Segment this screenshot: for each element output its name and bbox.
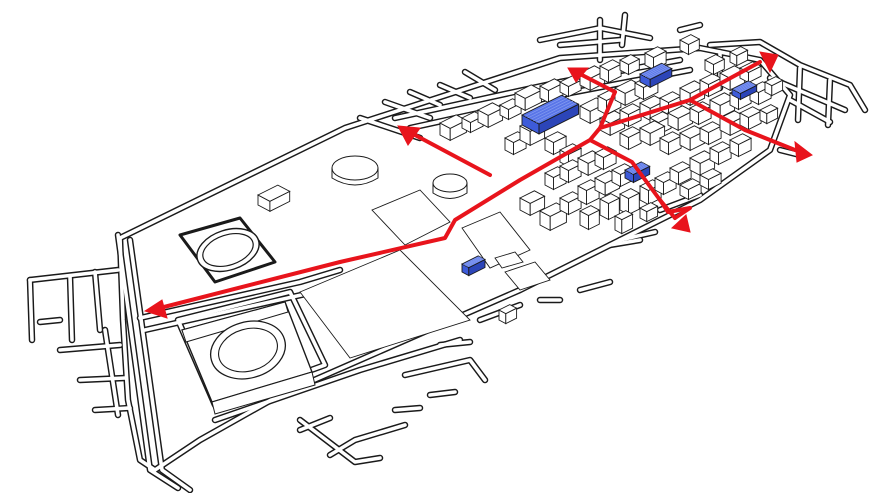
building xyxy=(519,190,546,217)
running-track xyxy=(178,216,277,284)
building xyxy=(579,205,601,231)
building xyxy=(559,159,583,184)
route-northeast-line xyxy=(688,60,762,102)
building xyxy=(614,210,634,235)
highlight-building-main xyxy=(521,94,580,135)
building xyxy=(514,84,543,112)
route-north-line xyxy=(580,73,617,94)
building xyxy=(257,184,291,213)
route-north-arrow-icon xyxy=(567,67,590,83)
building xyxy=(619,126,643,151)
building xyxy=(498,304,518,325)
route-west-line xyxy=(158,260,342,310)
dome-building-east xyxy=(432,173,468,199)
building xyxy=(679,34,701,56)
route-east-line xyxy=(743,128,797,152)
parking-lot-large xyxy=(299,249,471,359)
building xyxy=(659,131,683,156)
stadium xyxy=(181,301,316,415)
building xyxy=(704,54,726,76)
highlight-building-south xyxy=(461,255,486,277)
route-northwest-arrow-icon xyxy=(397,125,421,146)
building xyxy=(764,76,784,97)
route-east-arrow-icon xyxy=(794,140,813,163)
building xyxy=(759,104,779,125)
building xyxy=(619,54,641,76)
building xyxy=(699,121,723,146)
domes xyxy=(331,155,468,199)
field-lot-1 xyxy=(371,189,451,246)
building xyxy=(577,179,601,206)
road-network xyxy=(26,11,869,493)
route-trunk xyxy=(338,90,747,264)
route-west-arrow-icon xyxy=(143,299,168,319)
building xyxy=(644,46,668,71)
field-lot-3 xyxy=(504,261,551,291)
buildings xyxy=(257,34,784,325)
building xyxy=(599,59,623,84)
route-connector xyxy=(658,198,692,220)
building xyxy=(729,46,749,67)
route-northwest-line xyxy=(413,133,492,177)
lots xyxy=(299,189,551,359)
building xyxy=(639,202,659,223)
highlight-building-north xyxy=(639,62,673,89)
building xyxy=(477,102,504,129)
building xyxy=(729,133,753,158)
building xyxy=(739,106,763,131)
lot-small xyxy=(494,251,524,269)
building xyxy=(619,188,641,216)
building xyxy=(709,141,733,166)
building xyxy=(599,193,621,221)
building xyxy=(559,191,583,216)
dome-building-west xyxy=(331,155,379,186)
building xyxy=(544,131,568,156)
route-northeast-arrow-icon xyxy=(759,51,779,74)
evacuation-routes xyxy=(143,51,813,319)
building xyxy=(667,105,694,132)
highlight-building-east xyxy=(731,80,758,101)
building xyxy=(699,168,723,191)
building xyxy=(639,120,666,147)
route-southeast-arrow-icon xyxy=(670,214,691,233)
